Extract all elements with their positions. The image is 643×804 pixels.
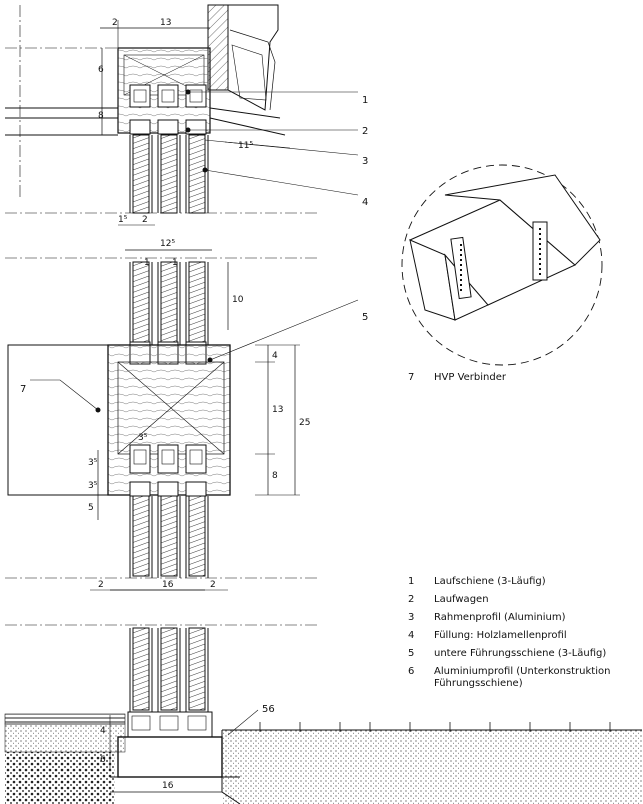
detail-caption: 7 HVP Verbinder: [408, 372, 506, 383]
dim-right-10: 10: [232, 295, 244, 305]
dim-left-35b: 3⁵: [88, 481, 98, 491]
callout-4: 4: [362, 197, 368, 208]
dimension-labels: 2 13 6 8 11⁵ 1⁵ 2 12⁵ 1 1 10 4 13 8 25 3…: [88, 18, 310, 791]
callout-3: 3: [362, 156, 368, 167]
legend-text: untere Führungsschiene (3-Läufig): [434, 648, 607, 659]
dim-foot-6: 6: [100, 755, 106, 765]
dim-b1-15: 1⁵: [118, 215, 128, 225]
legend-item: 4 Füllung: Holzlamellenprofil: [408, 627, 638, 645]
dim-side-8: 8: [98, 111, 104, 121]
callout-labels: 1 2 3 4 5 56 7: [20, 95, 368, 715]
dim-right-8: 8: [272, 471, 278, 481]
legend-number: 6: [408, 666, 415, 677]
detail-hvp-connector: [401, 164, 603, 366]
dim-mid-35a: 3⁵: [138, 433, 148, 443]
legend-text: Aluminiumprofil (Unterkonstruktion Führu…: [434, 666, 611, 689]
legend-item: 6 Aluminiumprofil (Unterkonstruktion Füh…: [408, 663, 638, 690]
dim-b1-2: 2: [142, 215, 148, 225]
callout-7: 7: [20, 384, 26, 395]
dim-left-35: 3⁵: [88, 458, 98, 468]
dim-side-6: 6: [98, 65, 104, 75]
callout-5: 5: [362, 312, 368, 323]
dim-right-4: 4: [272, 351, 278, 361]
legend-number: 2: [408, 594, 415, 605]
callout-1: 1: [362, 95, 368, 106]
legend-item: 2 Laufwagen: [408, 591, 638, 609]
legend-number: 5: [408, 648, 415, 659]
callout-56: 56: [262, 704, 275, 715]
bottom-section: [4, 624, 642, 804]
legend: 1 Laufschiene (3-Läufig) 2 Laufwagen 3 R…: [408, 573, 638, 690]
legend-item: 1 Laufschiene (3-Läufig): [408, 573, 638, 591]
dim-foot-16: 16: [162, 781, 174, 791]
dim-bottom-16: 16: [162, 580, 174, 590]
legend-number: 4: [408, 630, 415, 641]
legend-text: Rahmenprofil (Aluminium): [434, 612, 566, 623]
dim-bottom-2a: 2: [98, 580, 104, 590]
dim-right-25: 25: [299, 418, 310, 428]
dim-bottom-2b: 2: [210, 580, 216, 590]
dim-top-13: 13: [160, 18, 171, 28]
top-carriages: [129, 84, 207, 135]
dim-mid-12: 12⁵: [160, 239, 175, 249]
detail-caption-number: 7: [408, 372, 415, 383]
legend-number: 1: [408, 576, 415, 587]
legend-item: 5 untere Führungsschiene (3-Läufig): [408, 645, 638, 663]
legend-text: Füllung: Holzlamellenprofil: [434, 630, 567, 641]
legend-text: Laufwagen: [434, 594, 489, 605]
dim-mid-1b: 1: [172, 258, 178, 268]
legend-number: 3: [408, 612, 415, 623]
top-section: [5, 4, 359, 214]
ground-arrows: [259, 722, 611, 732]
dim-right-13: 13: [272, 405, 283, 415]
detail-caption-label: HVP Verbinder: [434, 372, 506, 383]
callout-2: 2: [362, 126, 368, 137]
legend-item: 3 Rahmenprofil (Aluminium): [408, 609, 638, 627]
dim-top-2: 2: [112, 18, 118, 28]
middle-section: [5, 224, 359, 591]
dim-angle-11: 11⁵: [238, 141, 253, 151]
legend-text: Laufschiene (3-Läufig): [434, 576, 546, 587]
dim-foot-4: 4: [100, 726, 106, 736]
dim-mid-1a: 1: [144, 258, 150, 268]
top-panels: [129, 134, 209, 214]
dim-left-5: 5: [88, 503, 94, 513]
